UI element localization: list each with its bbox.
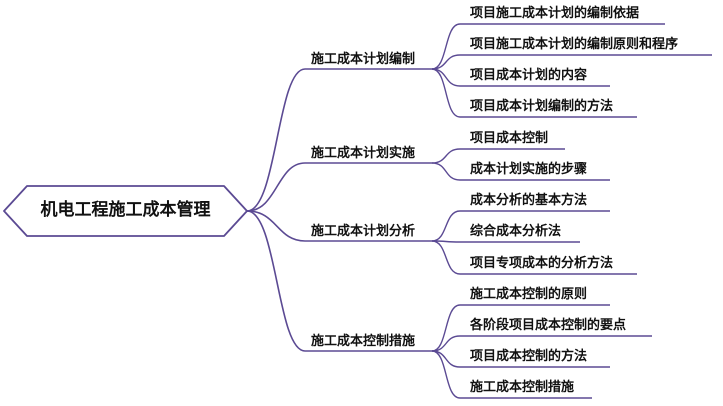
- connector-branch-3-to-leaf-1: [431, 335, 461, 352]
- connector-root-to-branch-0: [246, 68, 306, 212]
- branch-cost-control-measures: 施工成本控制措施: [311, 333, 416, 349]
- connector-branch-1-to-leaf-1: [431, 162, 461, 181]
- connector-root-to-branch-1: [246, 162, 306, 212]
- connector-branch-3-to-leaf-2: [431, 350, 461, 368]
- leaf-control-principles: 施工成本控制的原则: [470, 286, 588, 302]
- leaf-control-measures: 施工成本控制措施: [470, 379, 575, 395]
- connector-branch-0-to-leaf-2: [431, 68, 461, 87]
- connector-branch-0-to-leaf-3: [431, 68, 461, 118]
- root-node-label: 机电工程施工成本管理: [40, 200, 211, 220]
- connector-branch-2-to-leaf-0: [431, 210, 461, 242]
- connector-root-to-branch-2: [246, 210, 306, 242]
- branch-cost-plan-analysis: 施工成本计划分析: [311, 223, 416, 239]
- leaf-implementation-steps: 成本计划实施的步骤: [470, 161, 588, 177]
- branch-cost-plan-preparation: 施工成本计划编制: [311, 51, 416, 67]
- connector-root-to-branch-3: [246, 210, 306, 352]
- branch-cost-plan-implementation: 施工成本计划实施: [311, 145, 416, 161]
- connector-branch-0-to-leaf-0: [431, 23, 461, 70]
- leaf-control-methods: 项目成本控制的方法: [470, 348, 588, 364]
- leaf-plan-content: 项目成本计划的内容: [470, 67, 588, 83]
- connector-branch-3-to-leaf-0: [431, 304, 461, 352]
- leaf-stage-control-points: 各阶段项目成本控制的要点: [470, 317, 627, 333]
- leaf-plan-principles: 项目施工成本计划的编制原则和程序: [470, 36, 679, 52]
- leaf-plan-method: 项目成本计划编制的方法: [470, 98, 614, 114]
- connector-branch-2-to-leaf-2: [431, 240, 461, 275]
- leaf-basic-analysis-methods: 成本分析的基本方法: [470, 192, 588, 208]
- connector-branch-1-to-leaf-0: [431, 148, 461, 164]
- leaf-comprehensive-analysis: 综合成本分析法: [470, 223, 562, 239]
- leaf-plan-basis: 项目施工成本计划的编制依据: [470, 5, 640, 21]
- leaf-cost-control: 项目成本控制: [470, 130, 549, 146]
- leaf-special-analysis: 项目专项成本的分析方法: [470, 255, 614, 271]
- connector-branch-3-to-leaf-3: [431, 350, 461, 399]
